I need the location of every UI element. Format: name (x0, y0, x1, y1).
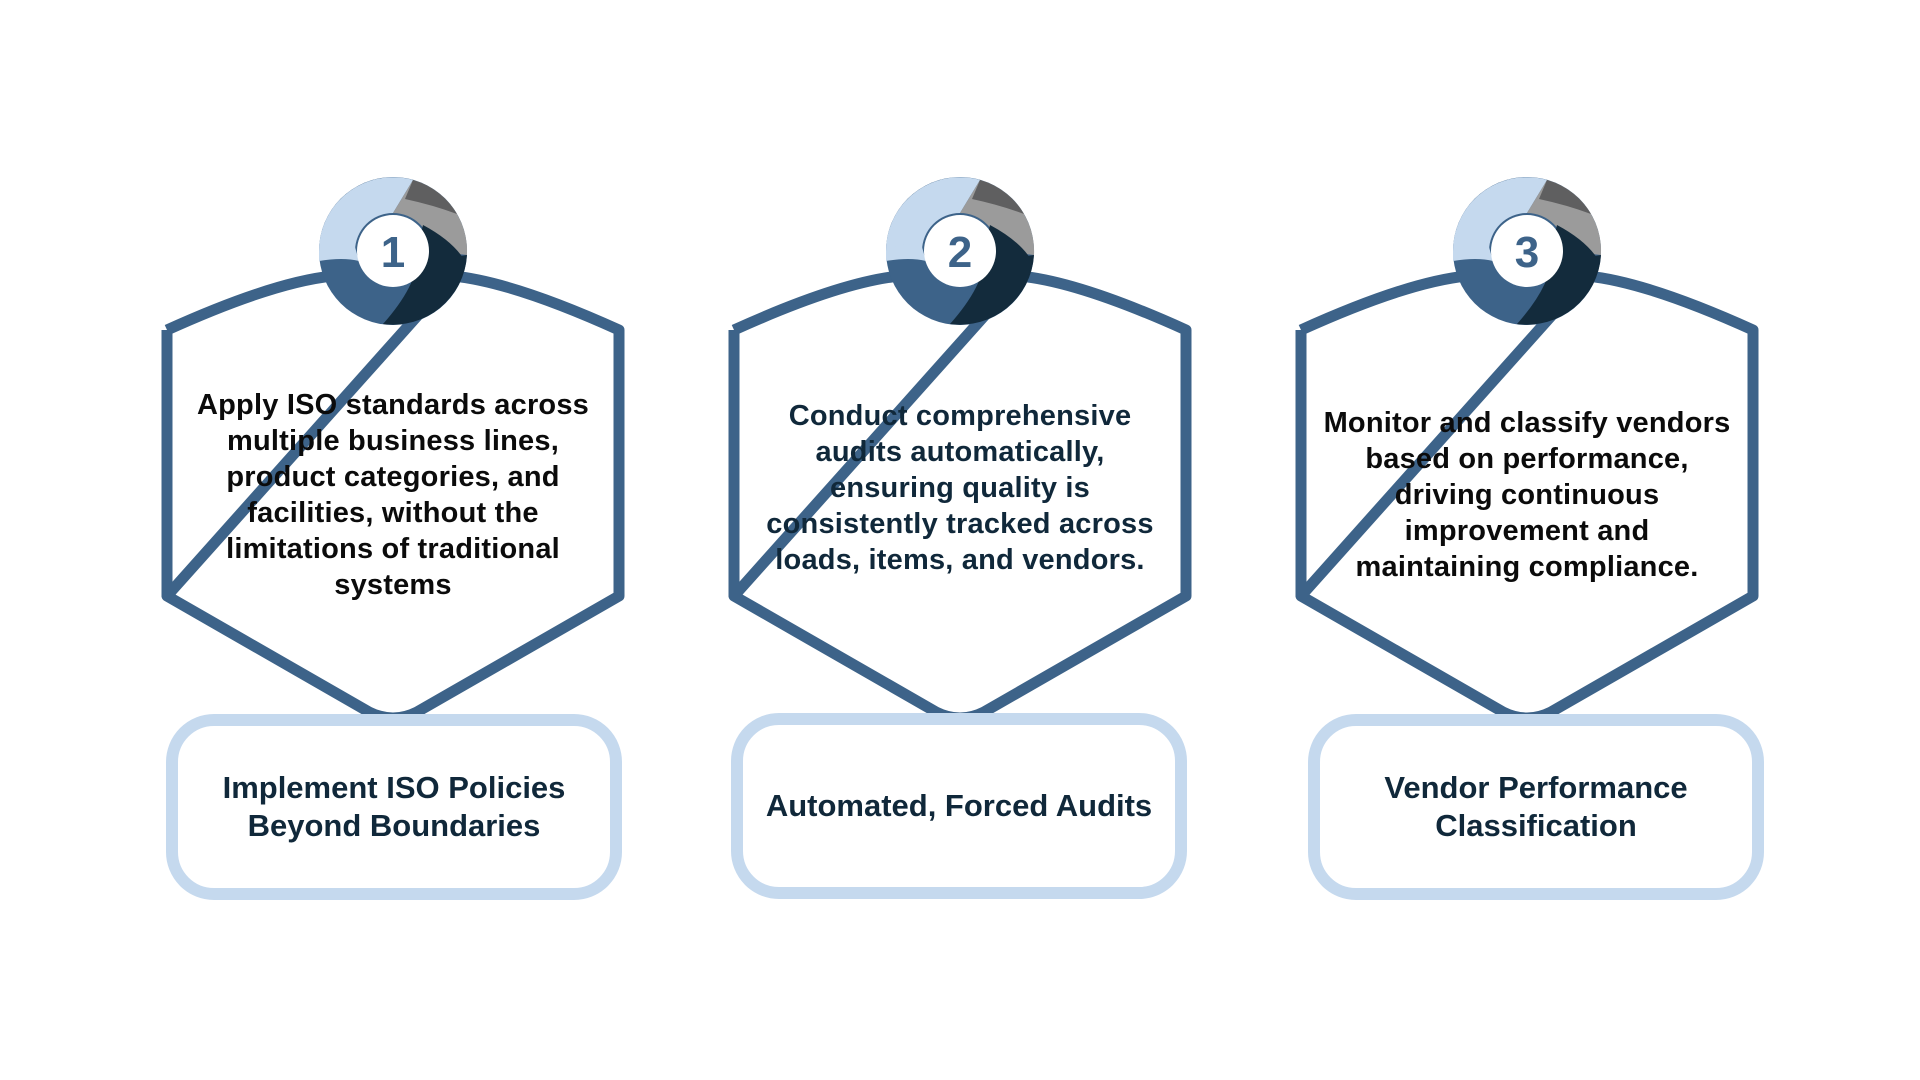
number-badge-icon: 2 (886, 177, 1035, 325)
step-number: 3 (1515, 228, 1539, 277)
number-badge-icon: 1 (319, 177, 468, 325)
number-badge-icon: 3 (1453, 177, 1602, 325)
step-number: 2 (948, 228, 972, 277)
step-1-description: Apply ISO standards across multiple busi… (197, 389, 589, 601)
step-3-description: Monitor and classify vendors based on pe… (1323, 407, 1731, 583)
step-1-label: Implement ISO Policies Beyond Boundaries (166, 714, 622, 900)
step-3-label: Vendor Performance Classification (1308, 714, 1764, 900)
step-2-description: Conduct comprehensive audits automatical… (766, 400, 1154, 576)
step-2-label: Automated, Forced Audits (731, 713, 1187, 899)
step-number: 1 (381, 228, 405, 277)
